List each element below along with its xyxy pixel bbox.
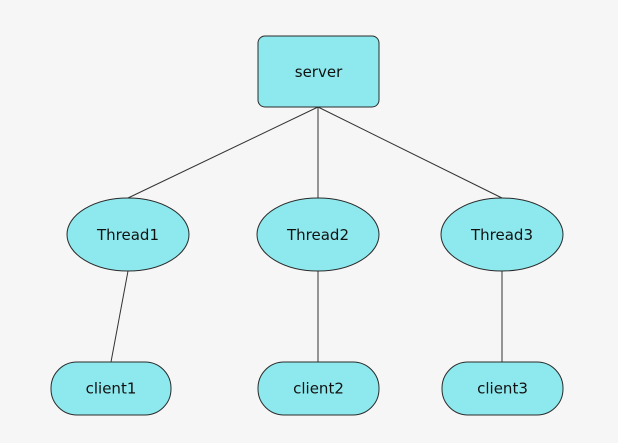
client3-box	[441, 361, 564, 416]
client1-label: client1	[86, 380, 137, 398]
edge-thread1-client1	[110, 270, 129, 363]
edges	[110, 106, 503, 363]
thread2-label: Thread2	[286, 226, 349, 244]
node-client3[interactable]: client3	[441, 361, 564, 416]
client2-box	[257, 361, 380, 416]
node-client2[interactable]: client2	[257, 361, 380, 416]
node-thread1[interactable]: Thread1	[66, 197, 190, 272]
thread1-label: Thread1	[96, 226, 159, 244]
server-label: server	[295, 63, 343, 81]
client2-label: client2	[293, 380, 344, 398]
edge-server-thread1	[127, 106, 319, 199]
thread3-ellipse	[440, 197, 564, 272]
node-thread2[interactable]: Thread2	[256, 197, 380, 272]
node-client1[interactable]: client1	[50, 361, 172, 416]
thread2-ellipse	[256, 197, 380, 272]
server-box	[257, 35, 380, 108]
client1-box	[50, 361, 172, 416]
thread3-label: Thread3	[470, 226, 533, 244]
client3-label: client3	[477, 380, 528, 398]
node-server[interactable]: server	[257, 35, 380, 108]
thread1-ellipse	[66, 197, 190, 272]
edge-server-thread3	[317, 106, 503, 199]
node-thread3[interactable]: Thread3	[440, 197, 564, 272]
